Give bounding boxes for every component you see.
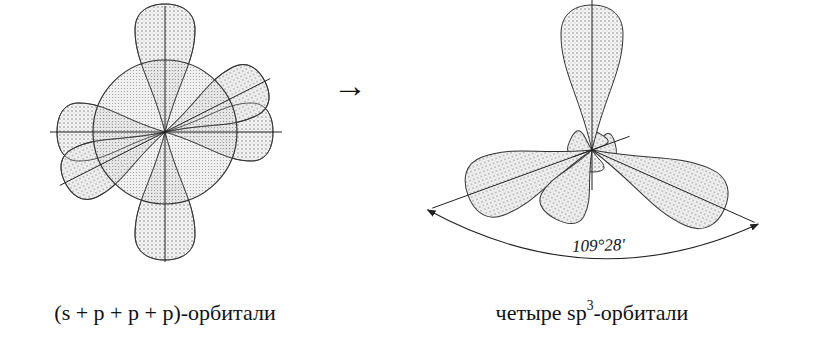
axis-line [592,150,755,222]
sp3-orbitals [428,0,759,259]
axis-line [432,150,592,208]
angle-arc [428,210,759,259]
axis-line [573,136,629,157]
s-p-orbitals [50,4,282,262]
axis-line [592,0,593,190]
caption-text: (s + p + p + p)-орбитали [54,300,275,325]
caption-text: четыре sp3-орбитали [496,300,689,325]
axis-line [165,6,166,262]
angle-label: 109°28' [571,235,625,256]
axis-line [60,79,270,186]
transition-arrow: → [333,66,367,105]
orbital-lobe [534,139,613,230]
